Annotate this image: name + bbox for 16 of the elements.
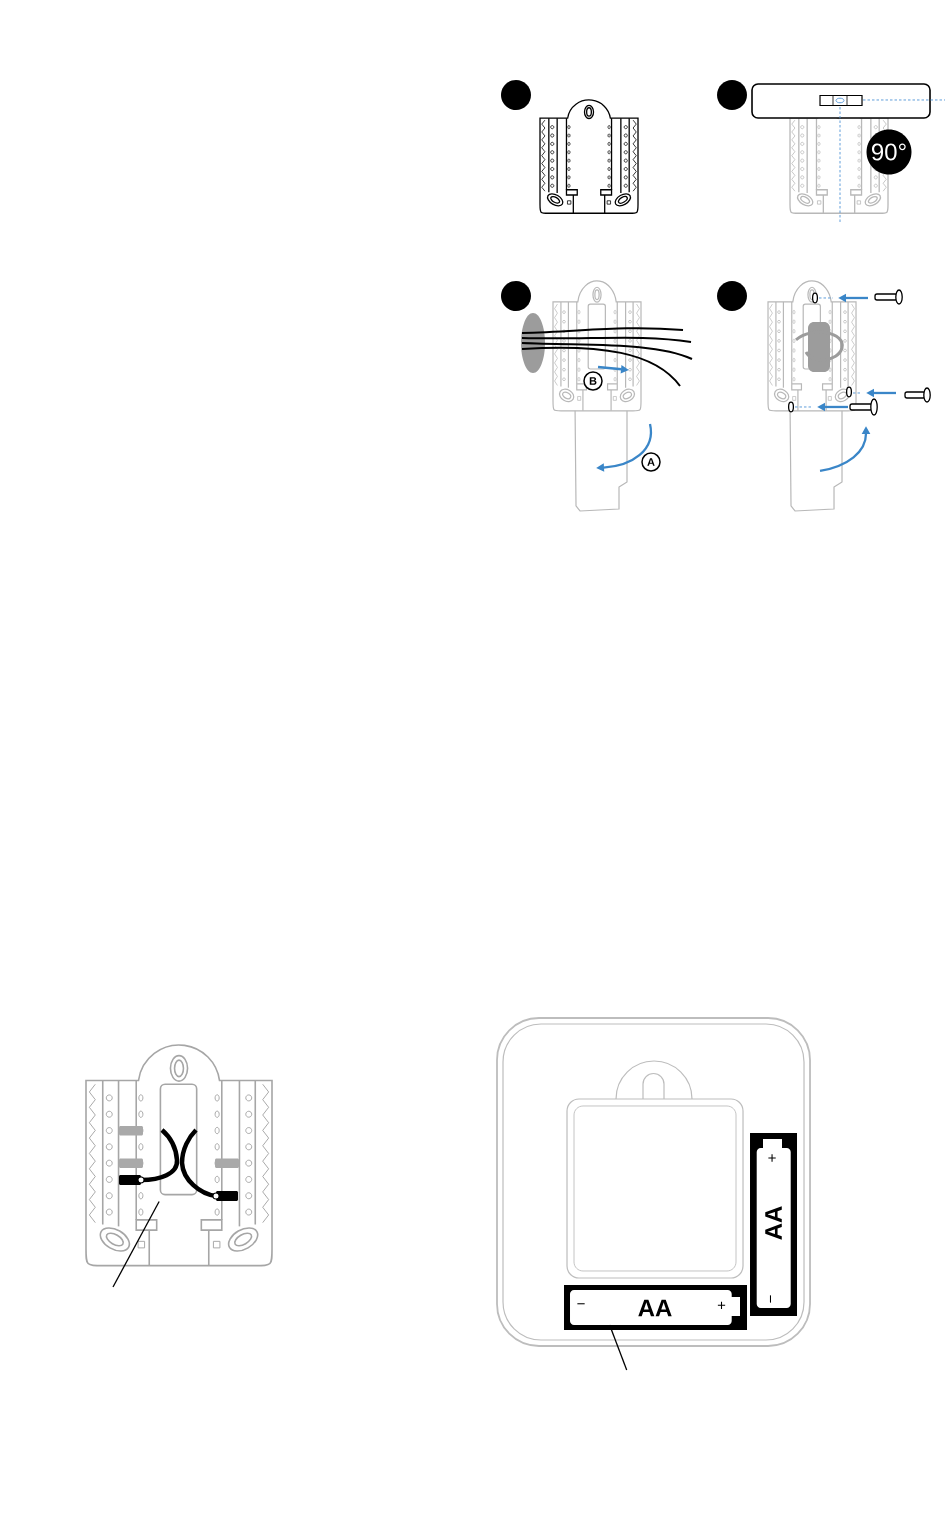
polarity-sign: + xyxy=(717,1301,726,1309)
callout-letter: B xyxy=(583,371,603,391)
angle-badge: 90° xyxy=(866,129,912,175)
leader-line xyxy=(608,1324,628,1371)
polarity-sign: − xyxy=(577,1303,585,1305)
battery: + AA − xyxy=(756,1139,791,1308)
wires xyxy=(119,1128,238,1201)
battery: − AA + xyxy=(570,1290,740,1325)
step-badge xyxy=(717,281,747,311)
step-badge xyxy=(501,80,531,110)
callout-letter: A xyxy=(641,452,661,472)
polarity-sign: − xyxy=(769,1295,771,1303)
polarity-sign: + xyxy=(768,1154,776,1162)
step-badge xyxy=(717,80,747,110)
leader-line xyxy=(112,1200,160,1288)
step-badge xyxy=(501,281,531,311)
